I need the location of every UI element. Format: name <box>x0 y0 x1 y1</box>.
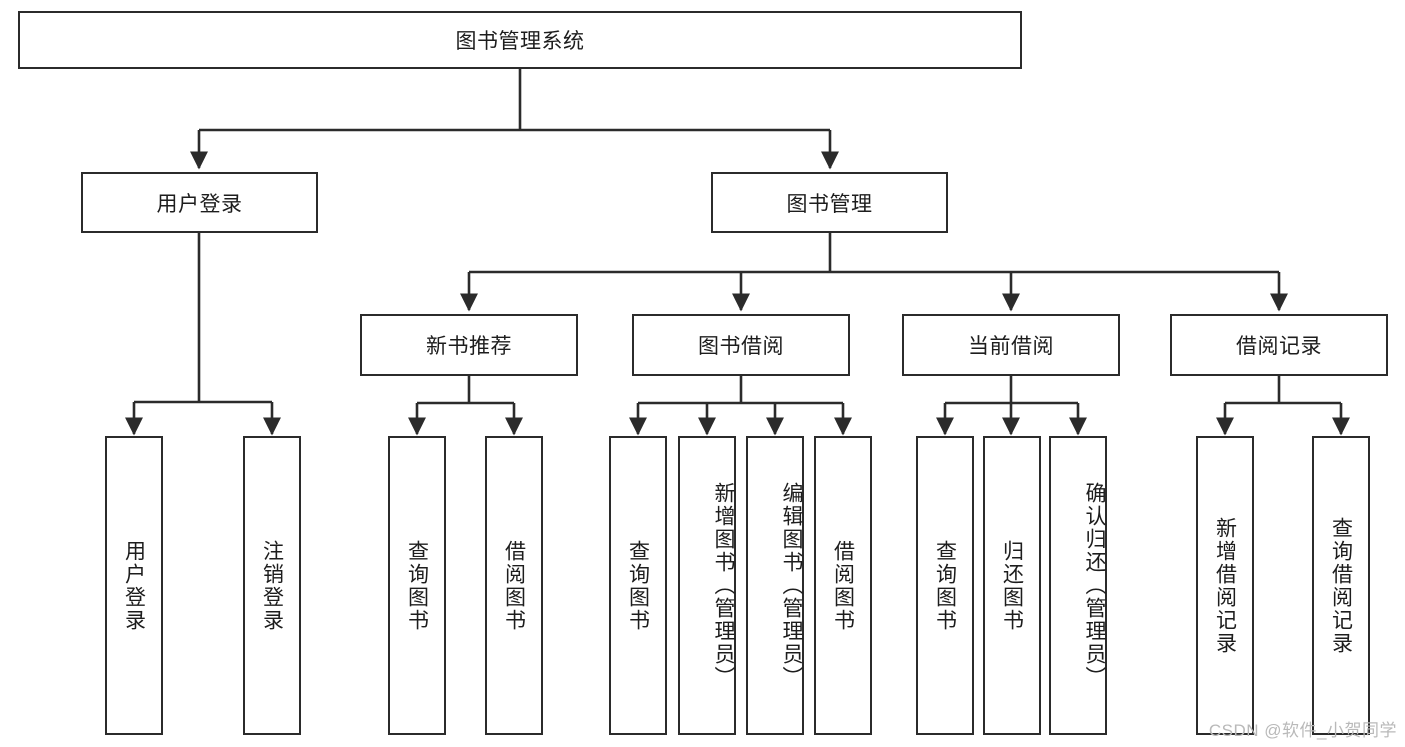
leaf-recommend-borrow-book[interactable]: 借阅图书 <box>485 436 543 735</box>
node-borrow-record[interactable]: 借阅记录 <box>1170 314 1388 376</box>
leaf-borrow-query-book[interactable]: 查询图书 <box>609 436 667 735</box>
node-label: 确认归还（管理员） <box>1083 482 1106 689</box>
node-label: 注销登录 <box>260 539 284 632</box>
node-label: 查询图书 <box>626 539 650 632</box>
node-label: 新增图书（管理员） <box>712 482 735 689</box>
node-label: 查询图书 <box>405 539 429 632</box>
node-current-borrow[interactable]: 当前借阅 <box>902 314 1120 376</box>
node-label: 图书管理系统 <box>455 30 585 53</box>
node-label: 查询借阅记录 <box>1329 516 1353 655</box>
node-user-login[interactable]: 用户登录 <box>81 172 318 233</box>
node-label: 新增借阅记录 <box>1213 516 1237 655</box>
leaf-borrow-add-book-admin[interactable]: 新增图书（管理员） <box>678 436 736 735</box>
node-label: 借阅图书 <box>831 539 855 632</box>
leaf-record-query-record[interactable]: 查询借阅记录 <box>1312 436 1370 735</box>
node-book-management[interactable]: 图书管理 <box>711 172 948 233</box>
leaf-user-login-do[interactable]: 用户登录 <box>105 436 163 735</box>
node-label: 查询图书 <box>933 539 957 632</box>
watermark-text: CSDN @软件_小贺同学 <box>1208 721 1397 740</box>
node-root-library-system[interactable]: 图书管理系统 <box>18 11 1022 69</box>
node-label: 当前借阅 <box>968 335 1054 358</box>
leaf-current-confirm-return-admin[interactable]: 确认归还（管理员） <box>1049 436 1107 735</box>
leaf-current-query-book[interactable]: 查询图书 <box>916 436 974 735</box>
node-label: 新书推荐 <box>426 335 512 358</box>
leaf-borrow-edit-book-admin[interactable]: 编辑图书（管理员） <box>746 436 804 735</box>
node-label: 借阅记录 <box>1236 335 1322 358</box>
node-new-book-recommend[interactable]: 新书推荐 <box>360 314 578 376</box>
leaf-user-logout[interactable]: 注销登录 <box>243 436 301 735</box>
leaf-record-add-record[interactable]: 新增借阅记录 <box>1196 436 1254 735</box>
node-label: 编辑图书（管理员） <box>780 482 803 689</box>
node-label: 用户登录 <box>156 192 243 216</box>
node-label: 归还图书 <box>1000 539 1024 632</box>
node-label: 图书管理 <box>786 192 873 216</box>
leaf-borrow-borrow-book[interactable]: 借阅图书 <box>814 436 872 735</box>
node-book-borrow[interactable]: 图书借阅 <box>632 314 850 376</box>
node-label: 图书借阅 <box>698 335 784 358</box>
leaf-current-return-book[interactable]: 归还图书 <box>983 436 1041 735</box>
node-label: 用户登录 <box>122 539 146 632</box>
node-label: 借阅图书 <box>502 539 526 632</box>
leaf-recommend-query-book[interactable]: 查询图书 <box>388 436 446 735</box>
